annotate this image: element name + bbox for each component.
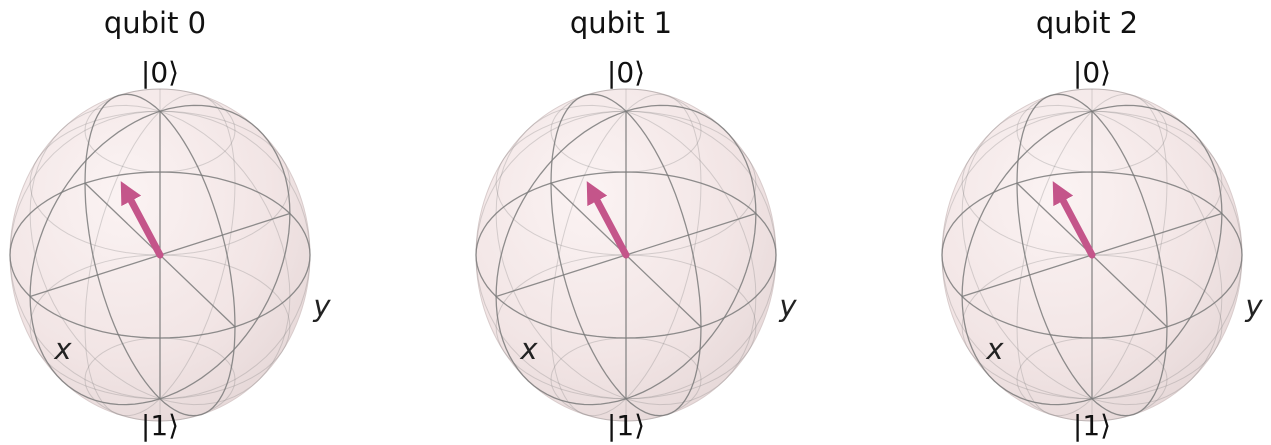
y-axis-label: y — [778, 289, 797, 323]
great-circle — [1016, 93, 1168, 417]
x-axis-label: x — [53, 332, 72, 366]
north-pole-label: |0⟩ — [607, 56, 645, 89]
state-vector-arrow — [1052, 181, 1096, 259]
sphere-title: qubit 0 — [104, 6, 206, 40]
state-vector-arrow — [586, 181, 630, 259]
bloch-sphere-qubit-0: qubit 0 |0⟩ |1⟩ x y — [9, 6, 331, 442]
sphere-title: qubit 2 — [1036, 6, 1138, 40]
south-pole-label: |1⟩ — [141, 409, 179, 442]
state-vector-arrow — [120, 181, 164, 259]
bloch-sphere-qubit-2: qubit 2 |0⟩ |1⟩ x y — [941, 6, 1263, 442]
x-axis-label: x — [985, 332, 1004, 366]
south-pole-label: |1⟩ — [607, 409, 645, 442]
south-pole-label: |1⟩ — [1073, 409, 1111, 442]
great-circle — [550, 93, 702, 417]
bloch-sphere-qubit-1: qubit 1 |0⟩ |1⟩ x y — [475, 6, 797, 442]
great-circle — [84, 93, 236, 417]
x-axis-label: x — [519, 332, 538, 366]
north-pole-label: |0⟩ — [141, 56, 179, 89]
sphere-title: qubit 1 — [570, 6, 672, 40]
y-axis-label: y — [312, 289, 331, 323]
y-axis-label: y — [1244, 289, 1263, 323]
north-pole-label: |0⟩ — [1073, 56, 1111, 89]
